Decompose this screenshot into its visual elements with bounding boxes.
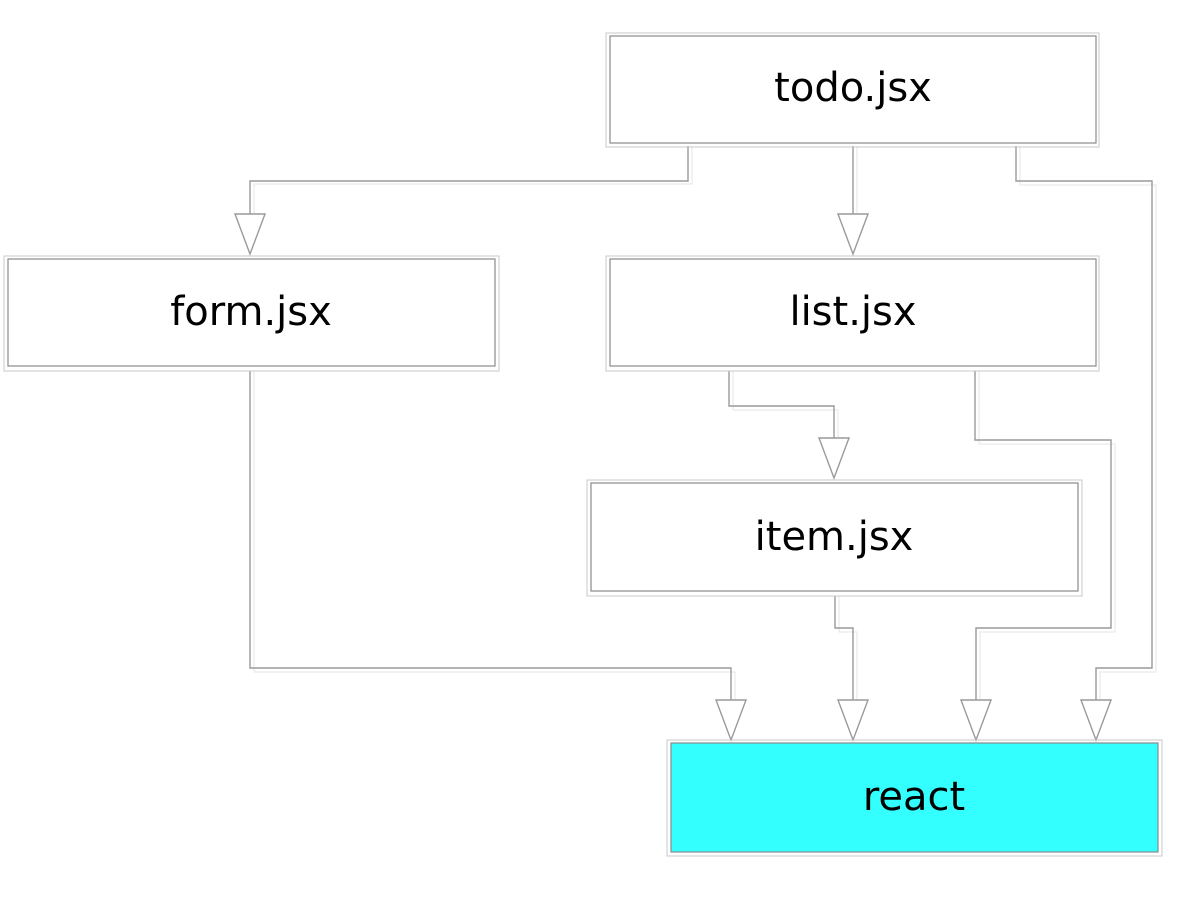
node-form: form.jsx [3,255,500,372]
edge-todo-to-list [836,146,870,256]
node-item-label: item.jsx [755,514,914,560]
node-list: list.jsx [605,255,1100,372]
node-todo: todo.jsx [605,32,1100,148]
arrowhead [714,699,748,742]
node-react-label: react [863,774,965,820]
node-item: item.jsx [586,479,1083,597]
node-react: react [666,739,1163,857]
edge-form-to-react [249,371,748,742]
arrowhead [817,437,851,480]
arrowhead [836,699,870,742]
arrowhead [233,213,267,256]
edge-todo-to-form [233,146,693,256]
edge-item-to-react [834,596,870,742]
node-todo-label: todo.jsx [774,65,932,111]
arrowhead [1079,699,1113,742]
arrowhead [836,213,870,256]
node-form-label: form.jsx [170,289,332,335]
edge-list-to-react [959,371,1116,742]
edge-todo-to-react [1015,146,1157,742]
arrowhead [959,699,993,742]
edge-list-to-item [728,371,851,480]
node-list-label: list.jsx [789,289,916,335]
